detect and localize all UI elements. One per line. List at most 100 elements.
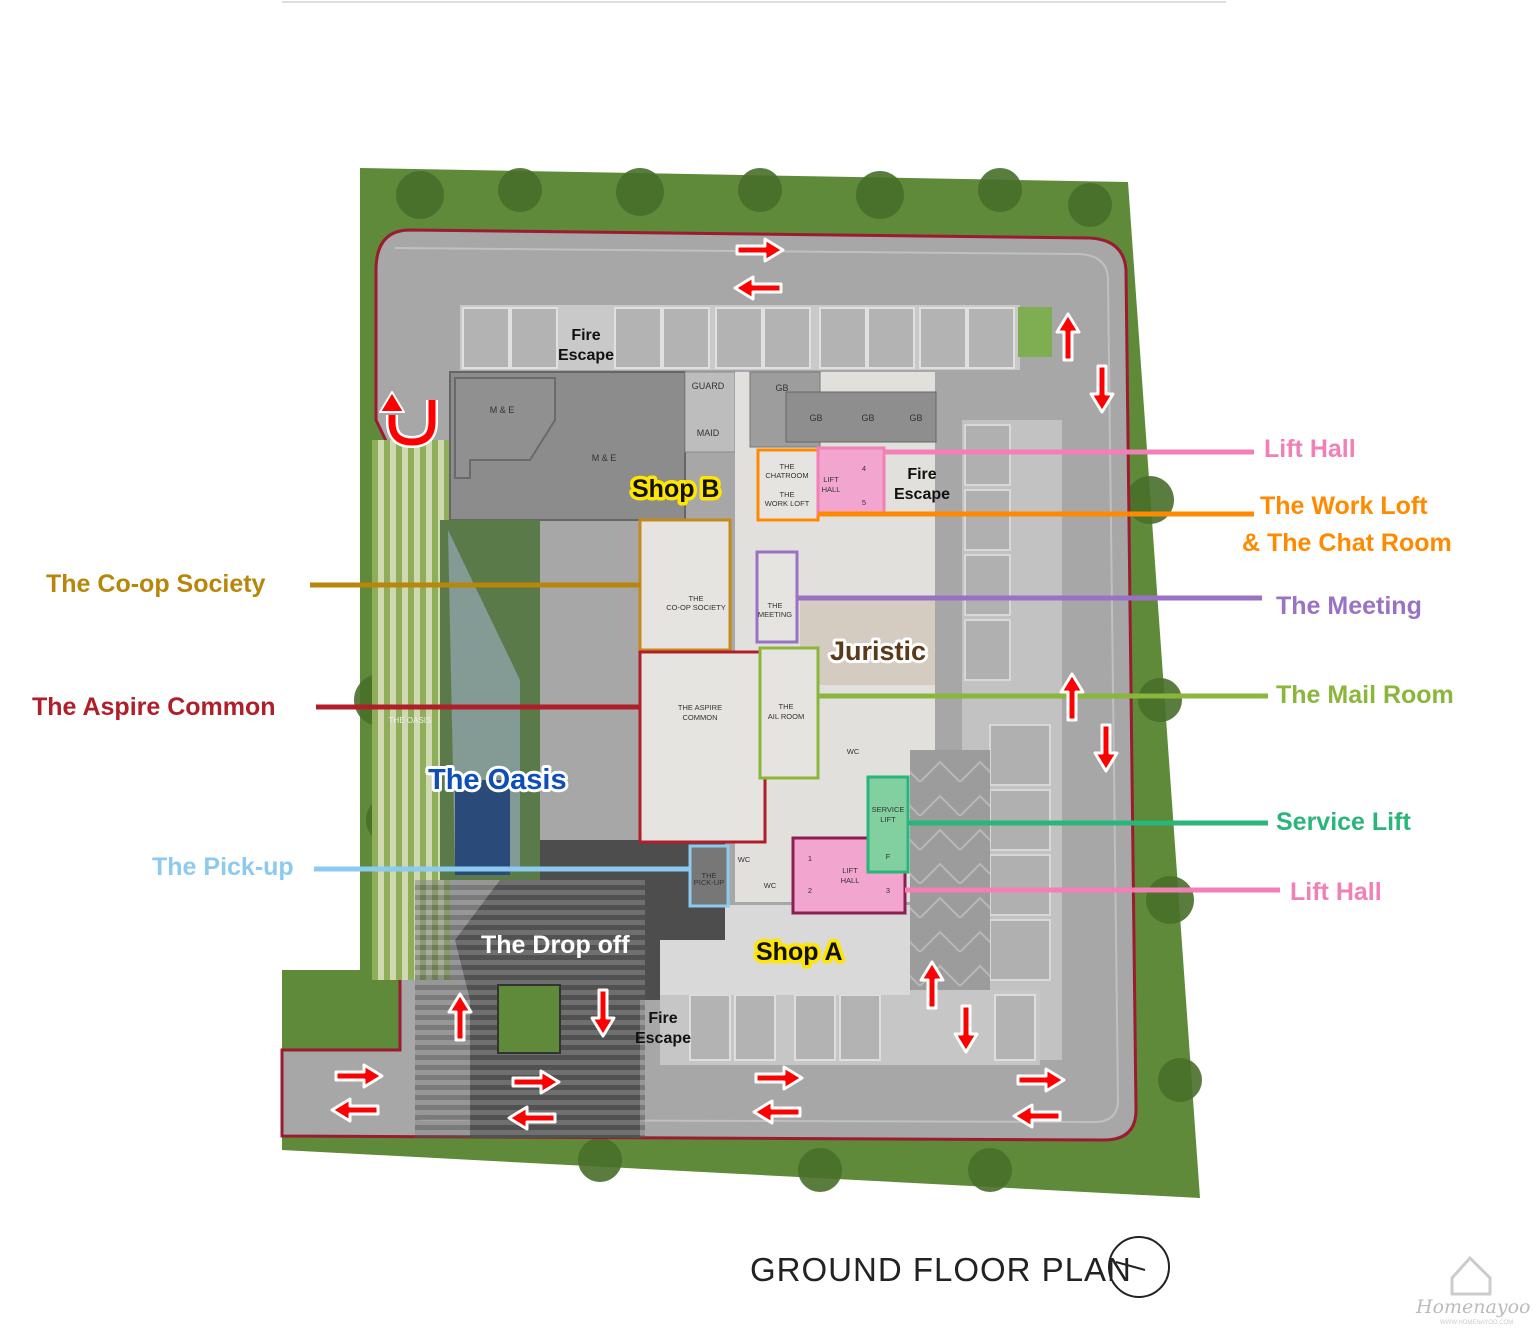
lift-2-label: 2	[808, 886, 812, 895]
north-arrow-icon	[1108, 1236, 1170, 1298]
lift-hall-label-1: LIFT	[823, 475, 839, 484]
arrow-u-icon	[1059, 672, 1085, 722]
workloft-label-2: WORK LOFT	[765, 499, 810, 508]
coop-label-1: THE	[689, 594, 704, 603]
coop-label-2: CO-OP SOCIETY	[666, 603, 725, 612]
the-oasis-label: The Oasis	[428, 764, 567, 796]
pickup-label-2: PICK-UP	[694, 878, 724, 887]
callout-work-loft-line1: The Work Loft	[1260, 492, 1428, 520]
callout-service-lift: Service Lift	[1276, 808, 1411, 836]
pickup-label-1: THE	[702, 871, 717, 880]
arrow-d-icon	[590, 988, 616, 1038]
me-label-1: M & E	[490, 405, 515, 415]
wc-label-1: WC	[847, 747, 860, 756]
lift-1-label: 1	[808, 854, 812, 863]
lift-hall-label-2: HALL	[822, 485, 841, 494]
leader-lines	[310, 449, 1280, 893]
aspire-label-2: COMMON	[683, 713, 718, 722]
house-logo-icon	[1450, 1255, 1492, 1296]
callout-lift-hall-top: Lift Hall	[1264, 435, 1356, 463]
callout-aspire-common: The Aspire Common	[32, 693, 276, 721]
meeting-room-outline	[755, 550, 799, 644]
service-lift-label-1: SERVICE	[872, 805, 905, 814]
room-labels: M & E M & E GUARD MAID GB GB GB GB THE C…	[389, 381, 923, 895]
plan-title: GROUND FLOOR PLAN	[750, 1251, 1132, 1288]
arrow-l-icon	[752, 1099, 802, 1125]
arrow-r-icon	[754, 1065, 804, 1091]
fire-escapes: Fire Escape Fire Escape Fire Escape	[558, 327, 950, 1047]
callout-lift-hall-bottom: Lift Hall	[1290, 878, 1382, 906]
arrow-r-icon	[735, 237, 785, 263]
callout-coop-society: The Co-op Society	[46, 570, 266, 598]
gb-label-1: GB	[775, 383, 788, 393]
drop-off-label: The Drop off	[481, 931, 630, 959]
pickup-outline	[688, 844, 730, 908]
lift-hall-b-label-1: LIFT	[842, 866, 858, 875]
guard-label: GUARD	[692, 381, 725, 391]
service-lift-label-2: LIFT	[880, 815, 896, 824]
arrow-r-icon	[511, 1069, 561, 1095]
gb-label-4: GB	[909, 413, 922, 423]
fire-escape-3-line2: Escape	[635, 1030, 691, 1047]
meeting-label-1: THE	[768, 601, 783, 610]
shop-b-label: Shop B	[632, 475, 720, 503]
callout-work-loft-line2: & The Chat Room	[1242, 529, 1452, 557]
road-inner-line	[394, 247, 1120, 1124]
me-label-2: M & E	[592, 453, 617, 463]
oasis-small-label: THE OASIS	[389, 716, 432, 725]
arrow-d-icon	[953, 1004, 979, 1054]
chatroom-label-2: CHATROOM	[765, 471, 808, 480]
aspire-room-outline	[638, 650, 767, 844]
lift-4-label: 4	[862, 464, 866, 473]
lift-3-label: 3	[886, 886, 890, 895]
callout-pick-up: The Pick-up	[152, 853, 294, 881]
lift-hall-b-label-2: HALL	[841, 876, 860, 885]
fire-escape-3-line1: Fire	[648, 1010, 677, 1027]
aspire-label-1: THE ASPIRE	[678, 703, 722, 712]
lift-5-label: 5	[862, 498, 866, 507]
arrow-d-icon	[1089, 364, 1115, 414]
watermark: Homenayoo WWW.HOMENAYOO.COM	[1415, 1255, 1530, 1326]
fire-escape-1-line2: Escape	[558, 347, 614, 364]
fire-escape-1-line1: Fire	[571, 327, 600, 344]
meeting-label-2: MEETING	[758, 610, 792, 619]
mail-room-outline	[758, 646, 820, 780]
fire-escape-2-line1: Fire	[907, 466, 936, 483]
gb-label-2: GB	[809, 413, 822, 423]
arrow-u-icon	[1055, 312, 1081, 362]
watermark-brand: Homenayoo	[1415, 1296, 1530, 1318]
arrow-l-icon	[1012, 1103, 1062, 1129]
callouts: Lift Hall The Work Loft & The Chat Room …	[29, 432, 1457, 909]
arrow-u-icon	[919, 960, 945, 1010]
workloft-label-1: THE	[780, 490, 795, 499]
wc-label-2: WC	[738, 855, 751, 864]
gb-label-3: GB	[861, 413, 874, 423]
callout-mail-room: The Mail Room	[1276, 681, 1454, 709]
arrow-u-icon	[447, 992, 473, 1042]
workloft-outline	[756, 448, 820, 522]
coop-room-outline	[638, 518, 732, 652]
maid-label: MAID	[697, 428, 720, 438]
lift-hall-bottom-box	[791, 836, 907, 915]
arrow-l-icon	[330, 1097, 380, 1123]
chatroom-label-1: THE	[780, 462, 795, 471]
juristic-label: Juristic	[830, 636, 926, 666]
mail-label-1: THE	[779, 702, 794, 711]
f-label: F	[886, 852, 891, 861]
watermark-url: WWW.HOMENAYOO.COM	[1440, 1320, 1513, 1326]
fire-escape-2-line2: Escape	[894, 486, 950, 503]
arrow-l-icon	[733, 275, 783, 301]
mail-label-2: AIL ROOM	[768, 712, 804, 721]
lift-hall-top-box	[816, 446, 886, 516]
shop-a-label: Shop A	[756, 938, 843, 966]
wc-label-3: WC	[764, 881, 777, 890]
traffic-arrows	[330, 237, 1119, 1131]
arrow-r-icon	[1016, 1067, 1066, 1093]
arrow-l-icon	[507, 1105, 557, 1131]
building	[415, 305, 1062, 1138]
u-turn-icon	[379, 391, 438, 448]
arrow-d-icon	[1093, 723, 1119, 773]
arrow-r-icon	[334, 1063, 384, 1089]
callout-meeting: The Meeting	[1276, 592, 1422, 620]
